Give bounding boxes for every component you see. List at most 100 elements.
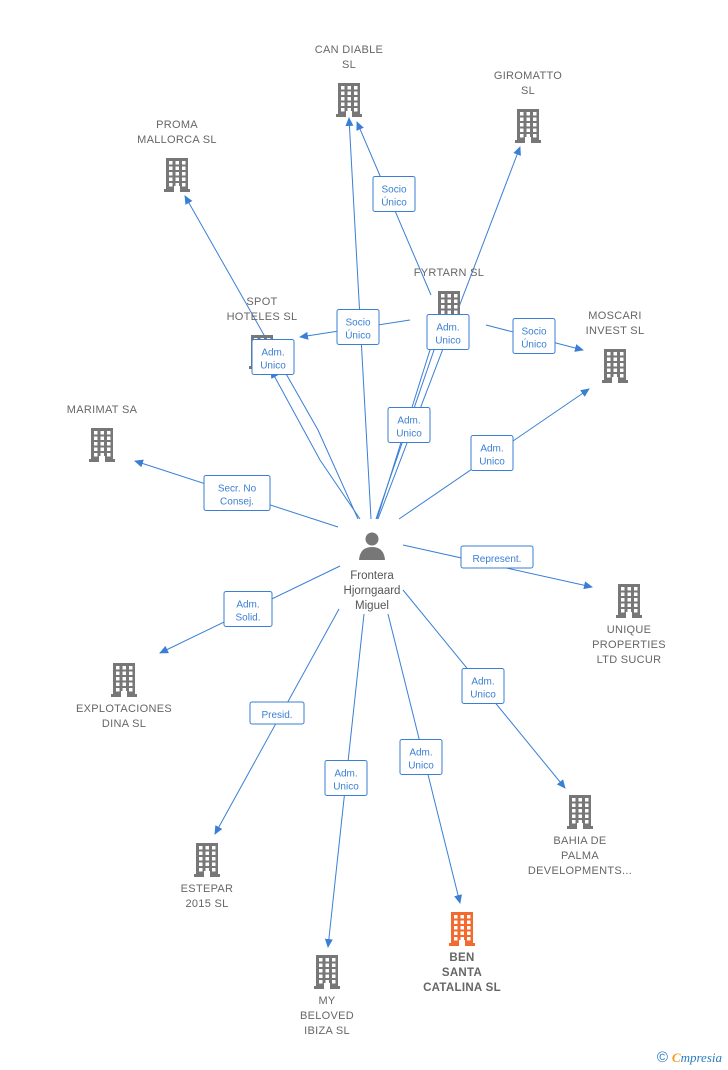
edge-label-fyrtarn[interactable]: Adm. Unico <box>426 314 470 350</box>
company-name: SANTA <box>442 967 482 979</box>
edge-label-text: Adm. <box>471 677 494 688</box>
company-node-estepar-2015[interactable]: ESTEPAR 2015 SL <box>181 843 234 910</box>
company-name: ESTEPAR <box>181 883 234 895</box>
company-name: SL <box>342 59 356 71</box>
building-icon <box>515 109 541 143</box>
building-icon <box>616 584 642 618</box>
company-name: PROPERTIES <box>592 639 666 651</box>
edge-label-bahia-de-palma[interactable]: Adm. Unico <box>461 668 505 704</box>
company-name: MOSCARI <box>588 310 641 322</box>
edge-label-text: Unico <box>260 361 286 372</box>
edge-label-text: Adm. <box>236 600 259 611</box>
edge-label-text: Adm. <box>409 748 432 759</box>
edge-label-ben-santa-catalina[interactable]: Adm. Unico <box>399 739 443 775</box>
edge-label-text: Consej. <box>220 497 254 508</box>
edge-label-box <box>399 739 443 775</box>
edge-label-moscari-invest[interactable]: Adm. Unico <box>470 435 514 471</box>
company-name: BEN <box>449 952 474 964</box>
edge-label-box <box>387 407 431 443</box>
company-name: SPOT <box>246 296 277 308</box>
edge-label-box <box>372 176 416 212</box>
edge-label-text: Unico <box>396 429 422 440</box>
company-name: DEVELOPMENTS... <box>528 865 632 877</box>
building-icon <box>449 912 475 946</box>
edge-label-text: Solid. <box>235 613 260 624</box>
edge-label-box <box>426 314 470 350</box>
edge-label-text: Unico <box>470 690 496 701</box>
edge-label-text: Adm. <box>480 444 503 455</box>
edge-label-box <box>249 701 305 725</box>
edge-label-text: Secr. No <box>218 484 257 495</box>
company-name: MALLORCA SL <box>137 134 217 146</box>
company-name: PALMA <box>561 850 599 862</box>
building-icon <box>111 663 137 697</box>
edge-label-estepar-2015[interactable]: Presid. <box>249 701 305 725</box>
edge-label-box <box>470 435 514 471</box>
company-name: IBIZA SL <box>304 1025 350 1037</box>
edge-label-box <box>512 318 556 354</box>
edge-label-explotaciones-dina[interactable]: Adm. Solid. <box>223 591 273 627</box>
brand-initial: C <box>671 1050 681 1065</box>
company-name: DINA SL <box>102 718 146 730</box>
edge-label-text: Unico <box>333 782 359 793</box>
building-icon <box>314 955 340 989</box>
copyright-icon: © <box>656 1049 668 1066</box>
company-name: BAHIA DE <box>553 835 606 847</box>
company-name: FYRTARN SL <box>414 267 484 279</box>
edge-label-unique-properties[interactable]: Represent. <box>460 545 534 569</box>
edge-label-marimat[interactable]: Secr. No Consej. <box>203 475 271 511</box>
company-node-ben-santa-catalina[interactable]: BEN SANTA CATALINA SL <box>423 912 501 994</box>
company-name: LTD SUCUR <box>597 654 662 666</box>
edge-label-my-beloved-ibiza[interactable]: Adm. Unico <box>324 760 368 796</box>
edge-label-text: Represent. <box>473 554 522 565</box>
edge-label-spot-hoteles[interactable]: Adm.Unico <box>251 339 295 375</box>
company-node-unique-properties[interactable]: UNIQUE PROPERTIES LTD SUCUR <box>592 584 666 666</box>
building-icon <box>89 428 115 462</box>
company-name: CATALINA SL <box>423 982 501 994</box>
company-name: MY <box>318 995 335 1007</box>
company-name: UNIQUE <box>607 624 652 636</box>
edge-label-text: Adm. <box>334 769 357 780</box>
edge-label-box <box>336 309 380 345</box>
company-node-bahia-de-palma[interactable]: BAHIA DE PALMA DEVELOPMENTS... <box>528 795 632 877</box>
edges-layer <box>134 117 593 948</box>
company-node-proma-mallorca[interactable]: PROMA MALLORCA SL <box>137 119 217 192</box>
company-name: PROMA <box>156 119 198 131</box>
edge-label-text: Unico <box>408 761 434 772</box>
edge-label-text: Adm. <box>397 416 420 427</box>
company-name: SL <box>521 85 535 97</box>
person-name: Frontera <box>350 570 394 582</box>
company-node-moscari-invest[interactable]: MOSCARI INVEST SL <box>586 310 645 383</box>
edge-line-center-to-proma-mallorca <box>184 195 359 520</box>
company-name: INVEST SL <box>586 325 645 337</box>
edge-label-box <box>251 339 295 375</box>
edge-label-fyrtarn[interactable]: Adm. Unico <box>387 407 431 443</box>
edge-label-text: Presid. <box>261 710 292 721</box>
company-name: HOTELES SL <box>227 311 298 323</box>
building-icon <box>164 158 190 192</box>
brand-name: mpresia <box>680 1050 722 1065</box>
edge-label-text: Unico <box>479 457 505 468</box>
edge-label-box <box>223 591 273 627</box>
building-icon <box>194 843 220 877</box>
building-icon <box>602 349 628 383</box>
building-icon <box>336 83 362 117</box>
empresia-logo[interactable]: ©Cmpresia <box>657 1049 722 1066</box>
company-node-marimat[interactable]: MARIMAT SA <box>67 404 138 462</box>
edge-label-text: Único <box>521 338 547 351</box>
edge-label-text: Unico <box>435 336 461 347</box>
edge-label-text: Adm. <box>436 323 459 334</box>
edge-label-box <box>324 760 368 796</box>
person-icon <box>359 532 385 560</box>
company-name: 2015 SL <box>185 898 228 910</box>
